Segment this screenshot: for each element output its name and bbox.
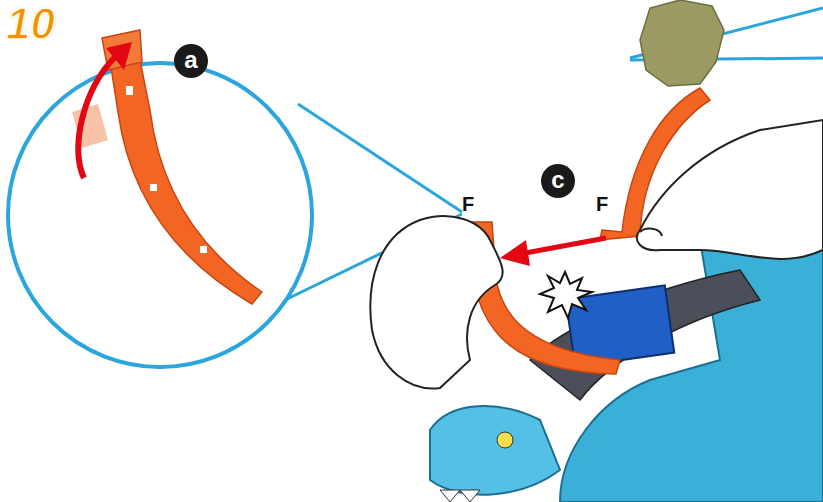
left-hand bbox=[370, 216, 502, 388]
step-number: 10 bbox=[6, 2, 55, 46]
part-mark: F bbox=[596, 194, 608, 214]
track-piece bbox=[108, 40, 262, 304]
dino-eye bbox=[497, 432, 513, 448]
arrow-head bbox=[500, 240, 530, 266]
slot bbox=[126, 86, 133, 95]
click-burst bbox=[540, 272, 592, 318]
rock-head bbox=[640, 0, 724, 86]
thumb-nail bbox=[640, 229, 662, 236]
leader-line bbox=[298, 104, 462, 212]
slot bbox=[150, 184, 157, 191]
part-mark: F bbox=[462, 194, 474, 214]
dino-teeth bbox=[440, 490, 480, 502]
callout-letter: c bbox=[541, 164, 575, 198]
dino-head bbox=[430, 406, 560, 495]
rotate-arrow bbox=[78, 56, 116, 178]
arrow-head bbox=[106, 42, 132, 70]
right-hand bbox=[637, 120, 823, 259]
push-arrow bbox=[520, 238, 606, 254]
slot bbox=[200, 246, 207, 253]
callout-letter: a bbox=[174, 44, 208, 78]
track-base bbox=[530, 270, 760, 400]
